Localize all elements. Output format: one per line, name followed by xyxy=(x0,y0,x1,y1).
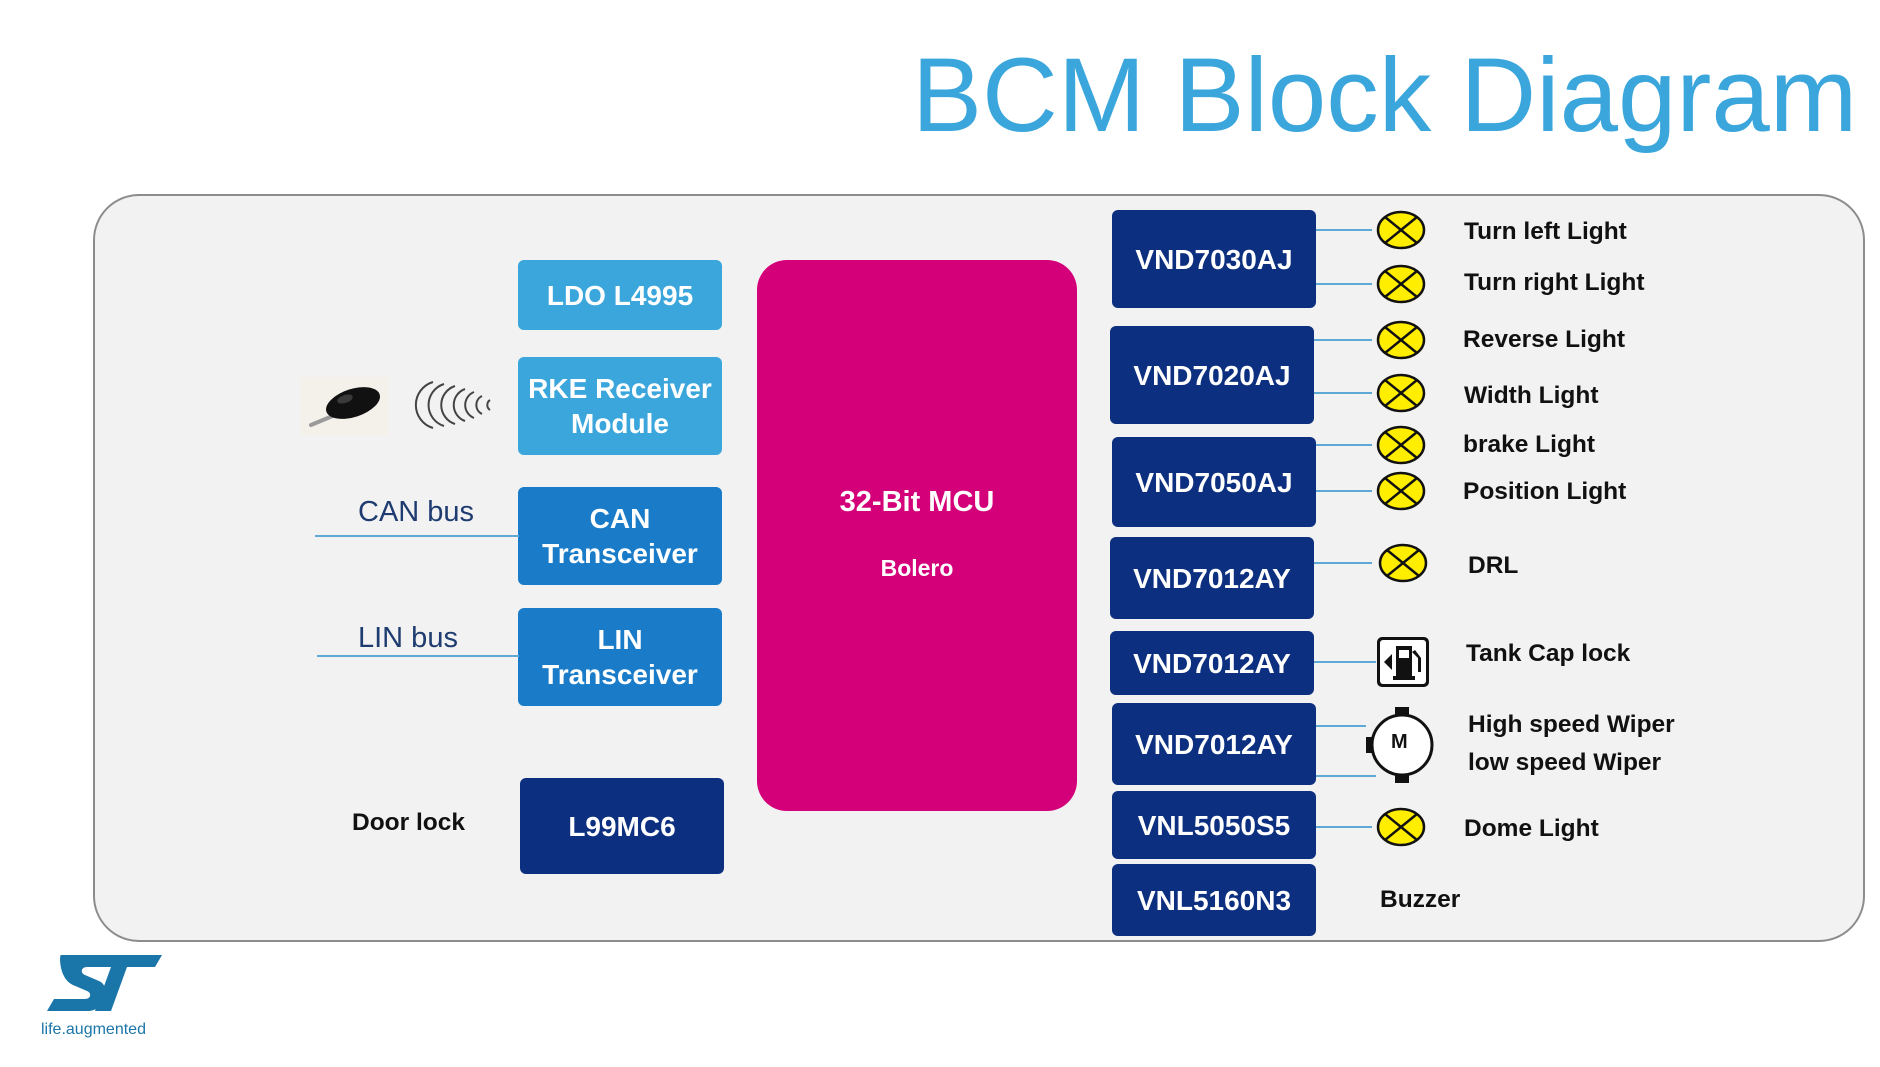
door-driver-block: L99MC6 xyxy=(520,778,724,874)
driver-block: VND7050AJ xyxy=(1112,437,1316,527)
can-label-line1: CAN xyxy=(589,503,651,534)
lin-label-line2: Transceiver xyxy=(542,659,698,690)
motor-symbol-label: M xyxy=(1391,731,1408,753)
lamp-icon xyxy=(1376,320,1426,365)
connection-line xyxy=(1316,229,1372,231)
load-label-turn-right: Turn right Light xyxy=(1464,269,1645,296)
load-label-position: Position Light xyxy=(1463,478,1627,505)
driver-label: VNL5050S5 xyxy=(1137,809,1291,841)
connection-line xyxy=(1314,339,1372,341)
lin-transceiver-block: LIN Transceiver xyxy=(518,608,722,706)
load-label-drl: DRL xyxy=(1468,552,1519,579)
connection-line xyxy=(1314,562,1372,564)
driver-block: VND7012AY xyxy=(1110,537,1314,619)
load-label-brake: brake Light xyxy=(1463,431,1596,458)
rf-signal-icon xyxy=(398,380,498,430)
connection-line xyxy=(1316,826,1372,828)
driver-block: VNL5160N3 xyxy=(1112,864,1316,936)
rke-receiver-block: RKE Receiver Module xyxy=(518,357,722,455)
connection-line xyxy=(1316,775,1376,777)
driver-label: VND7012AY xyxy=(1133,562,1291,594)
load-label-reverse: Reverse Light xyxy=(1463,326,1626,353)
page-title: BCM Block Diagram xyxy=(912,37,1858,154)
load-label-tank-cap: Tank Cap lock xyxy=(1466,640,1631,667)
driver-label: VND7012AY xyxy=(1135,728,1293,760)
lamp-icon xyxy=(1376,264,1426,309)
load-label-turn-left: Turn left Light xyxy=(1464,218,1627,245)
lamp-icon xyxy=(1376,471,1426,516)
driver-label: VND7030AJ xyxy=(1135,243,1293,275)
driver-label: VND7020AJ xyxy=(1133,359,1291,391)
can-bus-label: CAN bus xyxy=(358,496,475,528)
motor-icon xyxy=(1364,705,1440,790)
fuel-cap-icon xyxy=(1376,636,1430,693)
lamp-icon xyxy=(1376,210,1426,255)
key-fob-image xyxy=(301,377,389,435)
can-transceiver-block: CAN Transceiver xyxy=(518,487,722,585)
door-driver-label: L99MC6 xyxy=(568,810,676,842)
lin-bus-line xyxy=(317,655,519,657)
load-label-width: Width Light xyxy=(1464,382,1599,409)
ldo-block: LDO L4995 xyxy=(518,260,722,330)
connection-line xyxy=(1316,490,1372,492)
connection-line xyxy=(1314,392,1372,394)
load-label-wiper-high: High speed Wiper xyxy=(1468,711,1675,738)
ldo-label: LDO L4995 xyxy=(546,279,694,311)
mcu-label: 32-Bit MCU xyxy=(839,486,995,518)
lamp-icon xyxy=(1376,425,1426,470)
st-logo xyxy=(47,955,162,1013)
load-label-dome: Dome Light xyxy=(1464,815,1599,842)
driver-block: VND7030AJ xyxy=(1112,210,1316,308)
lamp-icon xyxy=(1376,807,1426,852)
driver-block: VND7012AY xyxy=(1112,703,1316,785)
driver-block: VND7012AY xyxy=(1110,631,1314,695)
connection-line xyxy=(1316,444,1372,446)
driver-label: VND7050AJ xyxy=(1135,466,1293,498)
lin-bus-label: LIN bus xyxy=(358,622,458,654)
lamp-icon xyxy=(1378,543,1428,588)
connection-line xyxy=(1314,661,1376,663)
can-bus-line xyxy=(315,535,519,537)
driver-label: VNL5160N3 xyxy=(1136,884,1292,916)
rke-label-line2: Module xyxy=(571,408,669,439)
mcu-family-label: Bolero xyxy=(880,555,954,581)
driver-block: VNL5050S5 xyxy=(1112,791,1316,859)
mcu-block: 32-Bit MCU Bolero xyxy=(757,260,1077,811)
load-label-wiper-low: low speed Wiper xyxy=(1468,749,1662,776)
door-lock-label: Door lock xyxy=(352,809,465,836)
logo-tagline: life.augmented xyxy=(41,1021,146,1038)
connection-line xyxy=(1316,283,1372,285)
lin-label-line1: LIN xyxy=(597,624,643,655)
driver-label: VND7012AY xyxy=(1133,647,1291,679)
driver-block: VND7020AJ xyxy=(1110,326,1314,424)
connection-line xyxy=(1316,725,1366,727)
can-label-line2: Transceiver xyxy=(542,538,698,569)
load-label-buzzer: Buzzer xyxy=(1380,886,1461,913)
lamp-icon xyxy=(1376,373,1426,418)
rke-label-line1: RKE Receiver xyxy=(528,373,712,404)
